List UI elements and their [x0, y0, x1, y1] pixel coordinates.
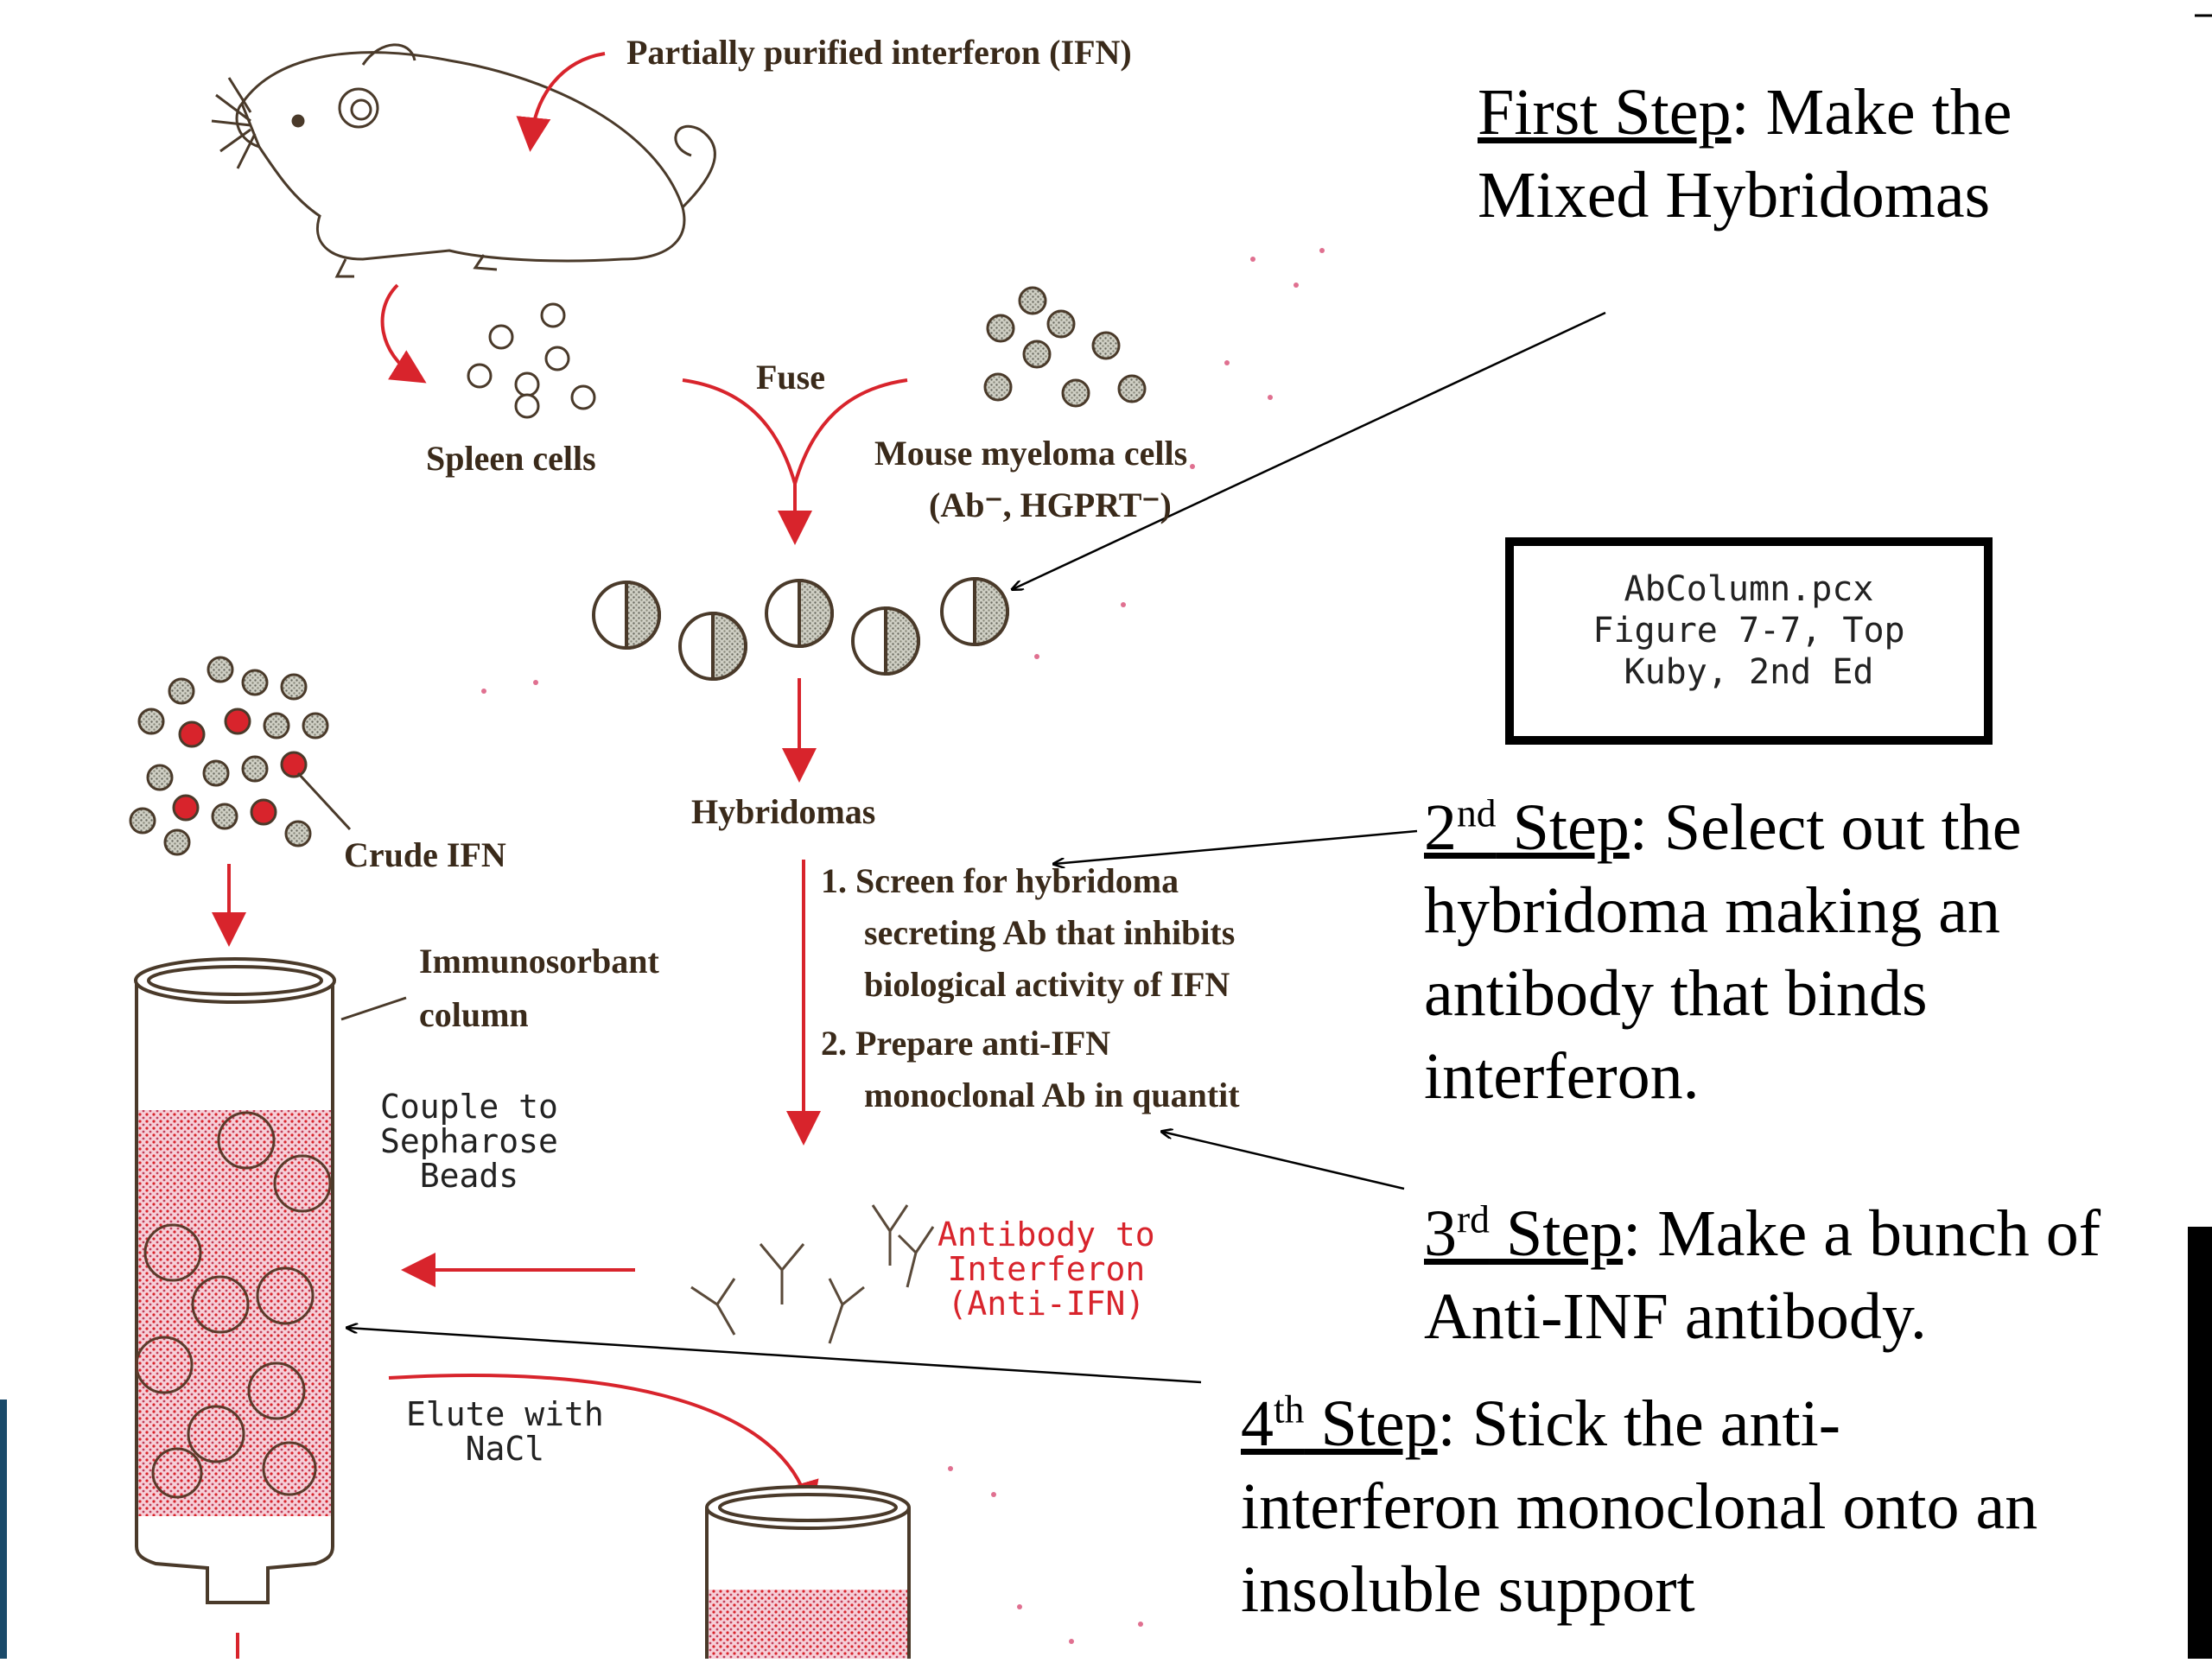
label-spleen-cells: Spleen cells: [426, 439, 596, 478]
label-crude-ifn: Crude IFN: [344, 835, 506, 874]
step-pointer-arrows: [347, 311, 1606, 1384]
label-couple-beads: Couple to Sepharose Beads: [380, 1088, 558, 1195]
elution-column: [705, 1485, 911, 1659]
fourth-step-text-line1: : Stick the anti-: [1437, 1387, 1841, 1460]
label-screen-line3: biological activity of IFN: [864, 965, 1230, 1004]
first-step-annotation: First Step: Make the Mixed Hybridomas: [1478, 71, 2012, 237]
fused-cells: [592, 576, 1009, 682]
label-fuse: Fuse: [756, 358, 825, 397]
second-step-label: 2nd Step: [1424, 790, 1630, 864]
crude-ifn-cluster: [129, 656, 352, 856]
immunosorbant-column: [134, 957, 407, 1604]
second-step-text-line1: : Select out the: [1629, 791, 2022, 864]
first-step-text-line2: Mixed Hybridomas: [1478, 159, 1991, 232]
background-specks: [481, 248, 1325, 1644]
mouse-illustration: [211, 43, 716, 278]
antibodies: [690, 1204, 935, 1344]
label-prepare-line2: monoclonal Ab in quantit: [864, 1076, 1240, 1114]
fourth-step-text-line3: insoluble support: [1241, 1553, 1695, 1626]
figure-box-line3: Kuby, 2nd Ed: [1624, 652, 1874, 692]
label-antibody-to-interferon: Antibody to Interferon (Anti-IFN): [938, 1216, 1155, 1323]
first-step-label: First Step: [1478, 76, 1732, 149]
spleen-cells: [467, 302, 596, 419]
right-edge-bar: [2188, 1227, 2212, 1659]
third-step-text-line2: Anti-INF antibody.: [1424, 1280, 1927, 1353]
third-step-annotation: 3rd Step: Make a bunch of Anti-INF antib…: [1424, 1192, 2101, 1358]
label-column-line1: Immunosorbant: [419, 942, 659, 981]
label-myeloma-line2: (Ab⁻, HGPRT⁻): [929, 486, 1172, 524]
label-prepare-line1: 2. Prepare anti-IFN: [821, 1024, 1111, 1063]
third-step-label: 3rd Step: [1424, 1196, 1624, 1270]
figure-box-line2: Figure 7-7, Top: [1592, 611, 1905, 651]
label-screen-line2: secreting Ab that inhibits: [864, 913, 1236, 952]
second-step-annotation: 2nd Step: Select out the hybridoma makin…: [1424, 786, 2022, 1118]
label-hybridomas: Hybridomas: [691, 792, 876, 831]
myeloma-cells: [983, 286, 1147, 408]
left-edge-bar: [0, 1400, 7, 1659]
red-arrows: [212, 52, 908, 1659]
third-step-text-line1: : Make a bunch of: [1623, 1197, 2101, 1270]
first-step-text-line1: : Make the: [1731, 76, 2012, 149]
second-step-text-line2: hybridoma making an: [1424, 874, 2000, 947]
label-screen-line1: 1. Screen for hybridoma: [821, 861, 1179, 900]
figure-reference-box: AbColumn.pcx Figure 7-7, Top Kuby, 2nd E…: [1505, 537, 1993, 745]
label-column-line2: column: [419, 995, 529, 1034]
label-elute-nacl: Elute with NaCl: [406, 1395, 604, 1468]
label-myeloma-line1: Mouse myeloma cells: [874, 434, 1188, 473]
figure-box-line1: AbColumn.pcx: [1624, 569, 1874, 609]
second-step-text-line3: antibody that binds: [1424, 957, 1928, 1030]
fourth-step-annotation: 4th Step: Stick the anti- interferon mon…: [1241, 1382, 2037, 1631]
fourth-step-text-line2: interferon monoclonal onto an: [1241, 1470, 2038, 1543]
label-ifn-injection: Partially purified interferon (IFN): [626, 33, 1132, 72]
fourth-step-label: 4th Step: [1241, 1387, 1438, 1460]
second-step-text-line4: interferon.: [1424, 1040, 1700, 1113]
